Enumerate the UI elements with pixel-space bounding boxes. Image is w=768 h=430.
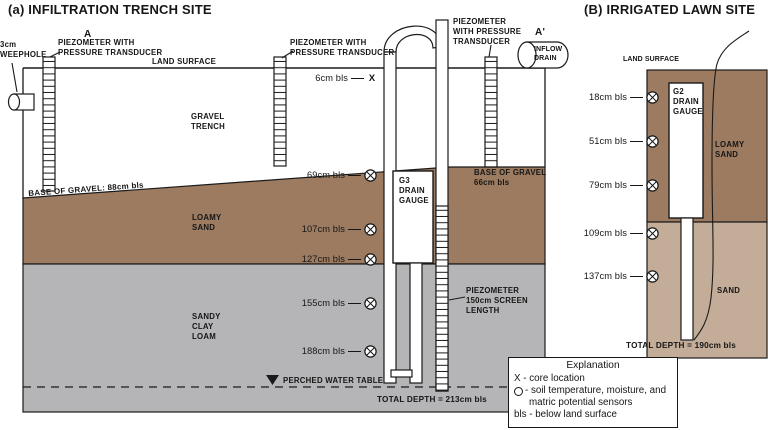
lawn-loamy-sand-layer bbox=[646, 69, 768, 223]
depth-label: 188cm bls bbox=[301, 346, 345, 356]
sensor-icon bbox=[364, 252, 377, 266]
screen-length-label: PIEZOMETER 150cm SCREEN LENGTH bbox=[466, 286, 528, 315]
piezometer-label-left: PIEZOMETER WITH PRESSURE TRANSDUCER bbox=[58, 38, 163, 57]
depth-label: 51cm bls bbox=[588, 136, 627, 146]
tick-line bbox=[348, 350, 361, 352]
piezometer-label-right: PIEZOMETER WITH PRESSURE TRANSDUCER bbox=[453, 17, 522, 46]
lawn-depth-row-137cm: 137cm bls bbox=[560, 269, 659, 283]
trench-land-surface-label: LAND SURFACE bbox=[152, 57, 217, 66]
perched-water-table-label: PERCHED WATER TABLE bbox=[283, 376, 384, 385]
legend-sensor-text: - soil temperature, moisture, and bbox=[525, 385, 667, 397]
g3-crossbar bbox=[390, 369, 413, 378]
trench-depth-row-69cm: 69cm bls bbox=[230, 168, 377, 182]
sensor-icon bbox=[646, 134, 659, 148]
piezometer-mid-screen bbox=[273, 56, 287, 167]
depth-label: 109cm bls bbox=[583, 228, 627, 238]
lawn-depth-row-79cm: 79cm bls bbox=[560, 178, 659, 192]
sensor-icon bbox=[646, 269, 659, 283]
depth-label: 137cm bls bbox=[583, 271, 627, 281]
tick-line bbox=[348, 302, 361, 304]
legend-box: Explanation X - core location - soil tem… bbox=[508, 357, 678, 428]
lawn-sand-layer bbox=[646, 221, 768, 359]
tick-line bbox=[351, 77, 364, 79]
trench-title: (a) INFILTRATION TRENCH SITE bbox=[8, 2, 212, 17]
core-location-mark: X bbox=[368, 72, 376, 84]
sensor-icon bbox=[364, 296, 377, 310]
sensor-cable bbox=[693, 30, 750, 341]
g2-stem-tube bbox=[680, 217, 694, 341]
inflow-drain-label: INFLOW DRAIN bbox=[534, 46, 563, 63]
leader-piezometer-right bbox=[488, 44, 492, 58]
inflow-drain-pipe bbox=[526, 41, 569, 69]
lawn-total-depth-label: TOTAL DEPTH = 190cm bls bbox=[626, 341, 736, 350]
section-marker-a-prime: A' bbox=[535, 27, 546, 38]
tick-line bbox=[630, 96, 643, 98]
lawn-title: (B) IRRIGATED LAWN SITE bbox=[584, 2, 756, 17]
depth-label: 69cm bls bbox=[306, 170, 345, 180]
tick-line bbox=[630, 275, 643, 277]
trench-depth-row-188cm: 188cm bls bbox=[230, 344, 377, 358]
tick-line bbox=[348, 174, 361, 176]
gravel-trench-label: GRAVEL TRENCH bbox=[191, 112, 225, 131]
trench-depth-row-127cm: 127cm bls bbox=[230, 252, 377, 266]
sensor-circle-icon bbox=[514, 386, 523, 396]
sensor-icon bbox=[364, 344, 377, 358]
piezometer-right-screen bbox=[484, 56, 498, 168]
inflow-drain-opening bbox=[517, 41, 537, 69]
g2-drain-gauge-label: G2 DRAIN GAUGE bbox=[673, 87, 703, 116]
lawn-depth-row-51cm: 51cm bls bbox=[560, 134, 659, 148]
tick-line bbox=[348, 258, 361, 260]
weephole-label: 3cm WEEPHOLE bbox=[0, 40, 47, 59]
trench-depth-row-155cm: 155cm bls bbox=[230, 296, 377, 310]
leader-weephole bbox=[11, 62, 18, 93]
legend-title: Explanation bbox=[566, 360, 620, 371]
lawn-land-surface-label: LAND SURFACE bbox=[623, 56, 680, 63]
base-of-gravel-right-label: BASE OF GRAVEL 66cm bls bbox=[474, 168, 547, 187]
trench-total-depth-label: TOTAL DEPTH = 213cm bls bbox=[377, 395, 487, 404]
trench-loamy-sand-label: LOAMY SAND bbox=[192, 213, 222, 232]
sensor-icon bbox=[364, 168, 377, 182]
trench-depth-row-6cm: 6cm bls X bbox=[230, 71, 377, 85]
depth-label: 18cm bls bbox=[588, 92, 627, 102]
depth-label: 107cm bls bbox=[301, 224, 345, 234]
tick-line bbox=[630, 140, 643, 142]
lawn-depth-row-18cm: 18cm bls bbox=[560, 90, 659, 104]
legend-sensor-line: - soil temperature, moisture, and bbox=[514, 385, 672, 397]
sandy-clay-loam-label: SANDY CLAY LOAM bbox=[192, 312, 221, 341]
trench-depth-row-107cm: 107cm bls bbox=[230, 222, 377, 236]
section-marker-a: A bbox=[84, 29, 92, 40]
sensor-icon bbox=[364, 222, 377, 236]
lawn-depth-row-109cm: 109cm bls bbox=[560, 226, 659, 240]
piezometer-left-screen bbox=[42, 56, 56, 192]
weephole-opening bbox=[7, 93, 21, 111]
leader-screen-label bbox=[448, 296, 466, 301]
lawn-loamy-sand-label: LOAMY SAND bbox=[715, 140, 745, 159]
tick-line bbox=[630, 184, 643, 186]
tick-line bbox=[348, 228, 361, 230]
legend-sensor-line-2: matric potential sensors bbox=[529, 397, 633, 409]
leader-piezometer-left bbox=[49, 51, 61, 58]
legend-core-line: X - core location bbox=[514, 373, 585, 385]
depth-label: 155cm bls bbox=[301, 298, 345, 308]
piezometer-label-mid: PIEZOMETER WITH PRESSURE TRANSDUCER bbox=[290, 38, 395, 57]
sensor-icon bbox=[646, 226, 659, 240]
g3-drain-gauge-box bbox=[392, 170, 434, 264]
lawn-sand-label: SAND bbox=[717, 286, 741, 295]
sensor-icon bbox=[646, 178, 659, 192]
leader-piezometer-mid bbox=[281, 50, 294, 59]
g3-stem-tube bbox=[409, 262, 423, 384]
water-table-triangle-icon bbox=[266, 375, 279, 385]
deep-piezometer-screen bbox=[435, 205, 449, 392]
depth-label: 127cm bls bbox=[301, 254, 345, 264]
sensor-icon bbox=[646, 90, 659, 104]
g3-drain-gauge-label: G3 DRAIN GAUGE bbox=[399, 176, 429, 205]
tick-line bbox=[630, 232, 643, 234]
depth-label: 6cm bls bbox=[315, 73, 348, 83]
legend-bls-line: bls - below land surface bbox=[514, 409, 617, 421]
depth-label: 79cm bls bbox=[588, 180, 627, 190]
